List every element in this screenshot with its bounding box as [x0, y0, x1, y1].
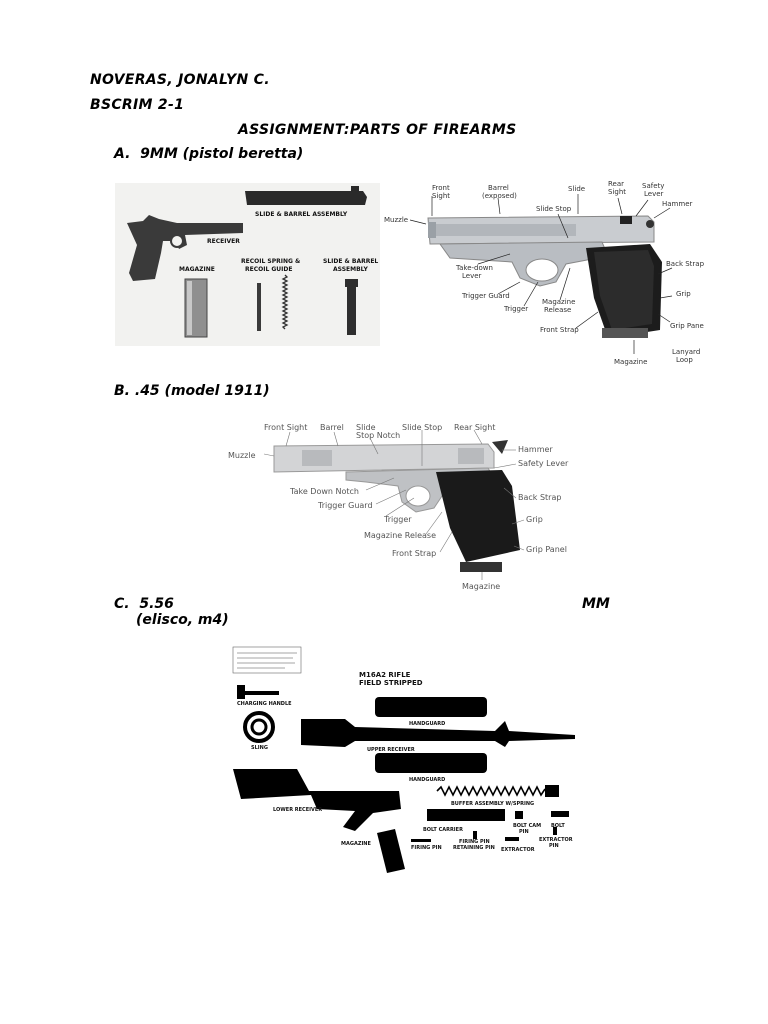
label-grip: Grip: [676, 290, 691, 298]
label-grip-panel: Grip Pane: [670, 322, 704, 330]
label-handguard-bottom: HANDGUARD: [409, 777, 445, 783]
label-slide-stop: Slide Stop: [402, 423, 442, 432]
label-back-strap: Back Strap: [518, 493, 561, 502]
beretta-labeled-figure: Front Sight Barrel (exposed) Slide Rear …: [380, 178, 710, 370]
label-charging-handle: CHARGING HANDLE: [237, 701, 292, 707]
label-front-sight-line2: Sight: [432, 192, 450, 200]
label-safety-lever-line2: Lever: [644, 190, 664, 198]
beretta-labeled-image: Front Sight Barrel (exposed) Slide Rear …: [384, 180, 705, 366]
label-rear-sight: Rear Sight: [454, 423, 495, 432]
label-magazine-release: Magazine Release: [364, 531, 436, 540]
label-trigger-guard: Trigger Guard: [461, 292, 510, 300]
label-safety-lever: Safety Lever: [518, 459, 569, 468]
label-upper-receiver: UPPER RECEIVER: [367, 747, 415, 753]
label-take-down-line2: Lever: [462, 272, 482, 280]
label-sling: SLING: [251, 745, 268, 751]
label-barrel: Barrel: [320, 423, 344, 432]
label-slide-barrel-line1: SLIDE & BARREL: [323, 258, 378, 265]
label-muzzle: Muzzle: [228, 451, 256, 460]
section-b-marker: B.: [114, 383, 130, 399]
label-lower-receiver: LOWER RECEIVER: [273, 807, 322, 813]
section-a-heading: A. 9MM (pistol beretta): [114, 146, 303, 162]
section-a-title: 9MM (pistol beretta): [140, 146, 304, 162]
label-magazine-release-line1: Magazine: [542, 298, 575, 306]
label-back-strap: Back Strap: [666, 260, 705, 268]
label-magazine: Magazine: [462, 582, 500, 591]
section-b-heading: B. .45 (model 1911): [114, 383, 270, 399]
course-section: BSCRIM 2-1: [90, 97, 185, 113]
section-a-marker: A.: [114, 146, 131, 162]
label-extractor: EXTRACTOR: [501, 847, 535, 853]
label-lanyard-line2: Loop: [676, 356, 693, 364]
label-slide-stop-notch-line1: Slide: [356, 423, 376, 432]
label-trigger: Trigger: [383, 515, 412, 524]
label-slide: Slide: [568, 185, 585, 193]
label-rear-sight-line1: Rear: [608, 180, 624, 188]
label-front-strap: Front Strap: [540, 326, 579, 334]
label-bolt-cam-pin-line1: BOLT CAM: [513, 823, 541, 829]
label-bolt-cam-pin-line2: PIN: [519, 829, 529, 835]
label-trigger: Trigger: [503, 305, 528, 313]
label-firing-pin-retaining-line2: RETAINING PIN: [453, 845, 495, 851]
label-magazine: MAGAZINE: [179, 266, 215, 273]
label-bolt: BOLT: [551, 823, 565, 829]
label-grip-panel: Grip Panel: [526, 545, 567, 554]
section-c-marker: C.: [114, 596, 130, 612]
label-front-sight-line1: Front: [432, 184, 450, 192]
label-hammer: Hammer: [662, 200, 692, 208]
label-firing-pin: FIRING PIN: [411, 845, 442, 851]
label-magazine-release-line2: Release: [544, 306, 571, 314]
label-handguard-top: HANDGUARD: [409, 721, 445, 727]
label-rifle-title-line1: M16A2 RIFLE: [359, 671, 411, 679]
label-front-strap: Front Strap: [392, 549, 436, 558]
label-recoil-spring-line1: RECOIL SPRING &: [241, 258, 300, 265]
label-lanyard-line1: Lanyard: [672, 348, 700, 356]
label-slide-stop-notch-line2: Stop Notch: [356, 431, 400, 440]
label-slide-barrel-line2: ASSEMBLY: [333, 266, 369, 273]
section-c-heading: C. 5.56: [114, 596, 174, 612]
section-c-unit: MM: [582, 596, 610, 612]
student-name: NOVERAS, JONALYN C.: [90, 72, 270, 88]
label-firing-pin-retaining-line1: FIRING PIN: [459, 839, 490, 845]
label-take-down-notch: Take Down Notch: [289, 487, 359, 496]
label-hammer: Hammer: [518, 445, 553, 454]
section-c-title: 5.56: [139, 596, 174, 612]
label-magazine: Magazine: [614, 358, 647, 366]
model-1911-image: Front Sight Barrel Slide Stop Notch Slid…: [228, 423, 569, 591]
label-front-sight: Front Sight: [264, 423, 307, 432]
label-extractor-pin-line1: EXTRACTOR: [539, 837, 573, 843]
section-c-subheading: (elisco, m4): [136, 612, 229, 628]
label-trigger-guard: Trigger Guard: [317, 501, 373, 510]
label-bolt-carrier: BOLT CARRIER: [423, 827, 463, 833]
label-barrel-line1: Barrel: [488, 184, 509, 192]
label-slide-barrel-assembly: SLIDE & BARREL ASSEMBLY: [255, 211, 348, 218]
model-1911-figure: Front Sight Barrel Slide Stop Notch Slid…: [226, 416, 576, 594]
label-recoil-spring-line2: RECOIL GUIDE: [245, 266, 292, 273]
label-barrel-line2: (exposed): [482, 192, 517, 200]
label-grip: Grip: [526, 515, 543, 524]
m16a2-figure: M16A2 RIFLE FIELD STRIPPED CHARGING HAND…: [205, 641, 583, 873]
label-rear-sight-line2: Sight: [608, 188, 626, 196]
assignment-title: ASSIGNMENT:PARTS OF FIREARMS: [238, 122, 517, 138]
label-slide-stop: Slide Stop: [536, 205, 572, 213]
label-receiver: RECEIVER: [207, 238, 240, 245]
label-buffer-assembly: BUFFER ASSEMBLY W/SPRING: [451, 801, 534, 807]
label-magazine: MAGAZINE: [341, 841, 371, 847]
section-b-title: .45 (model 1911): [134, 383, 270, 399]
beretta-disassembled-figure: SLIDE & BARREL ASSEMBLY RECEIVER MAGAZIN…: [115, 183, 383, 346]
label-extractor-pin-line2: PIN: [549, 843, 559, 849]
label-take-down-line1: Take-down: [455, 264, 493, 272]
label-rifle-title-line2: FIELD STRIPPED: [359, 679, 423, 687]
label-muzzle: Muzzle: [384, 216, 408, 224]
beretta-disassembled-image: SLIDE & BARREL ASSEMBLY RECEIVER MAGAZIN…: [115, 183, 383, 346]
label-safety-lever-line1: Safety: [642, 182, 664, 190]
m16a2-image: M16A2 RIFLE FIELD STRIPPED CHARGING HAND…: [205, 641, 583, 873]
